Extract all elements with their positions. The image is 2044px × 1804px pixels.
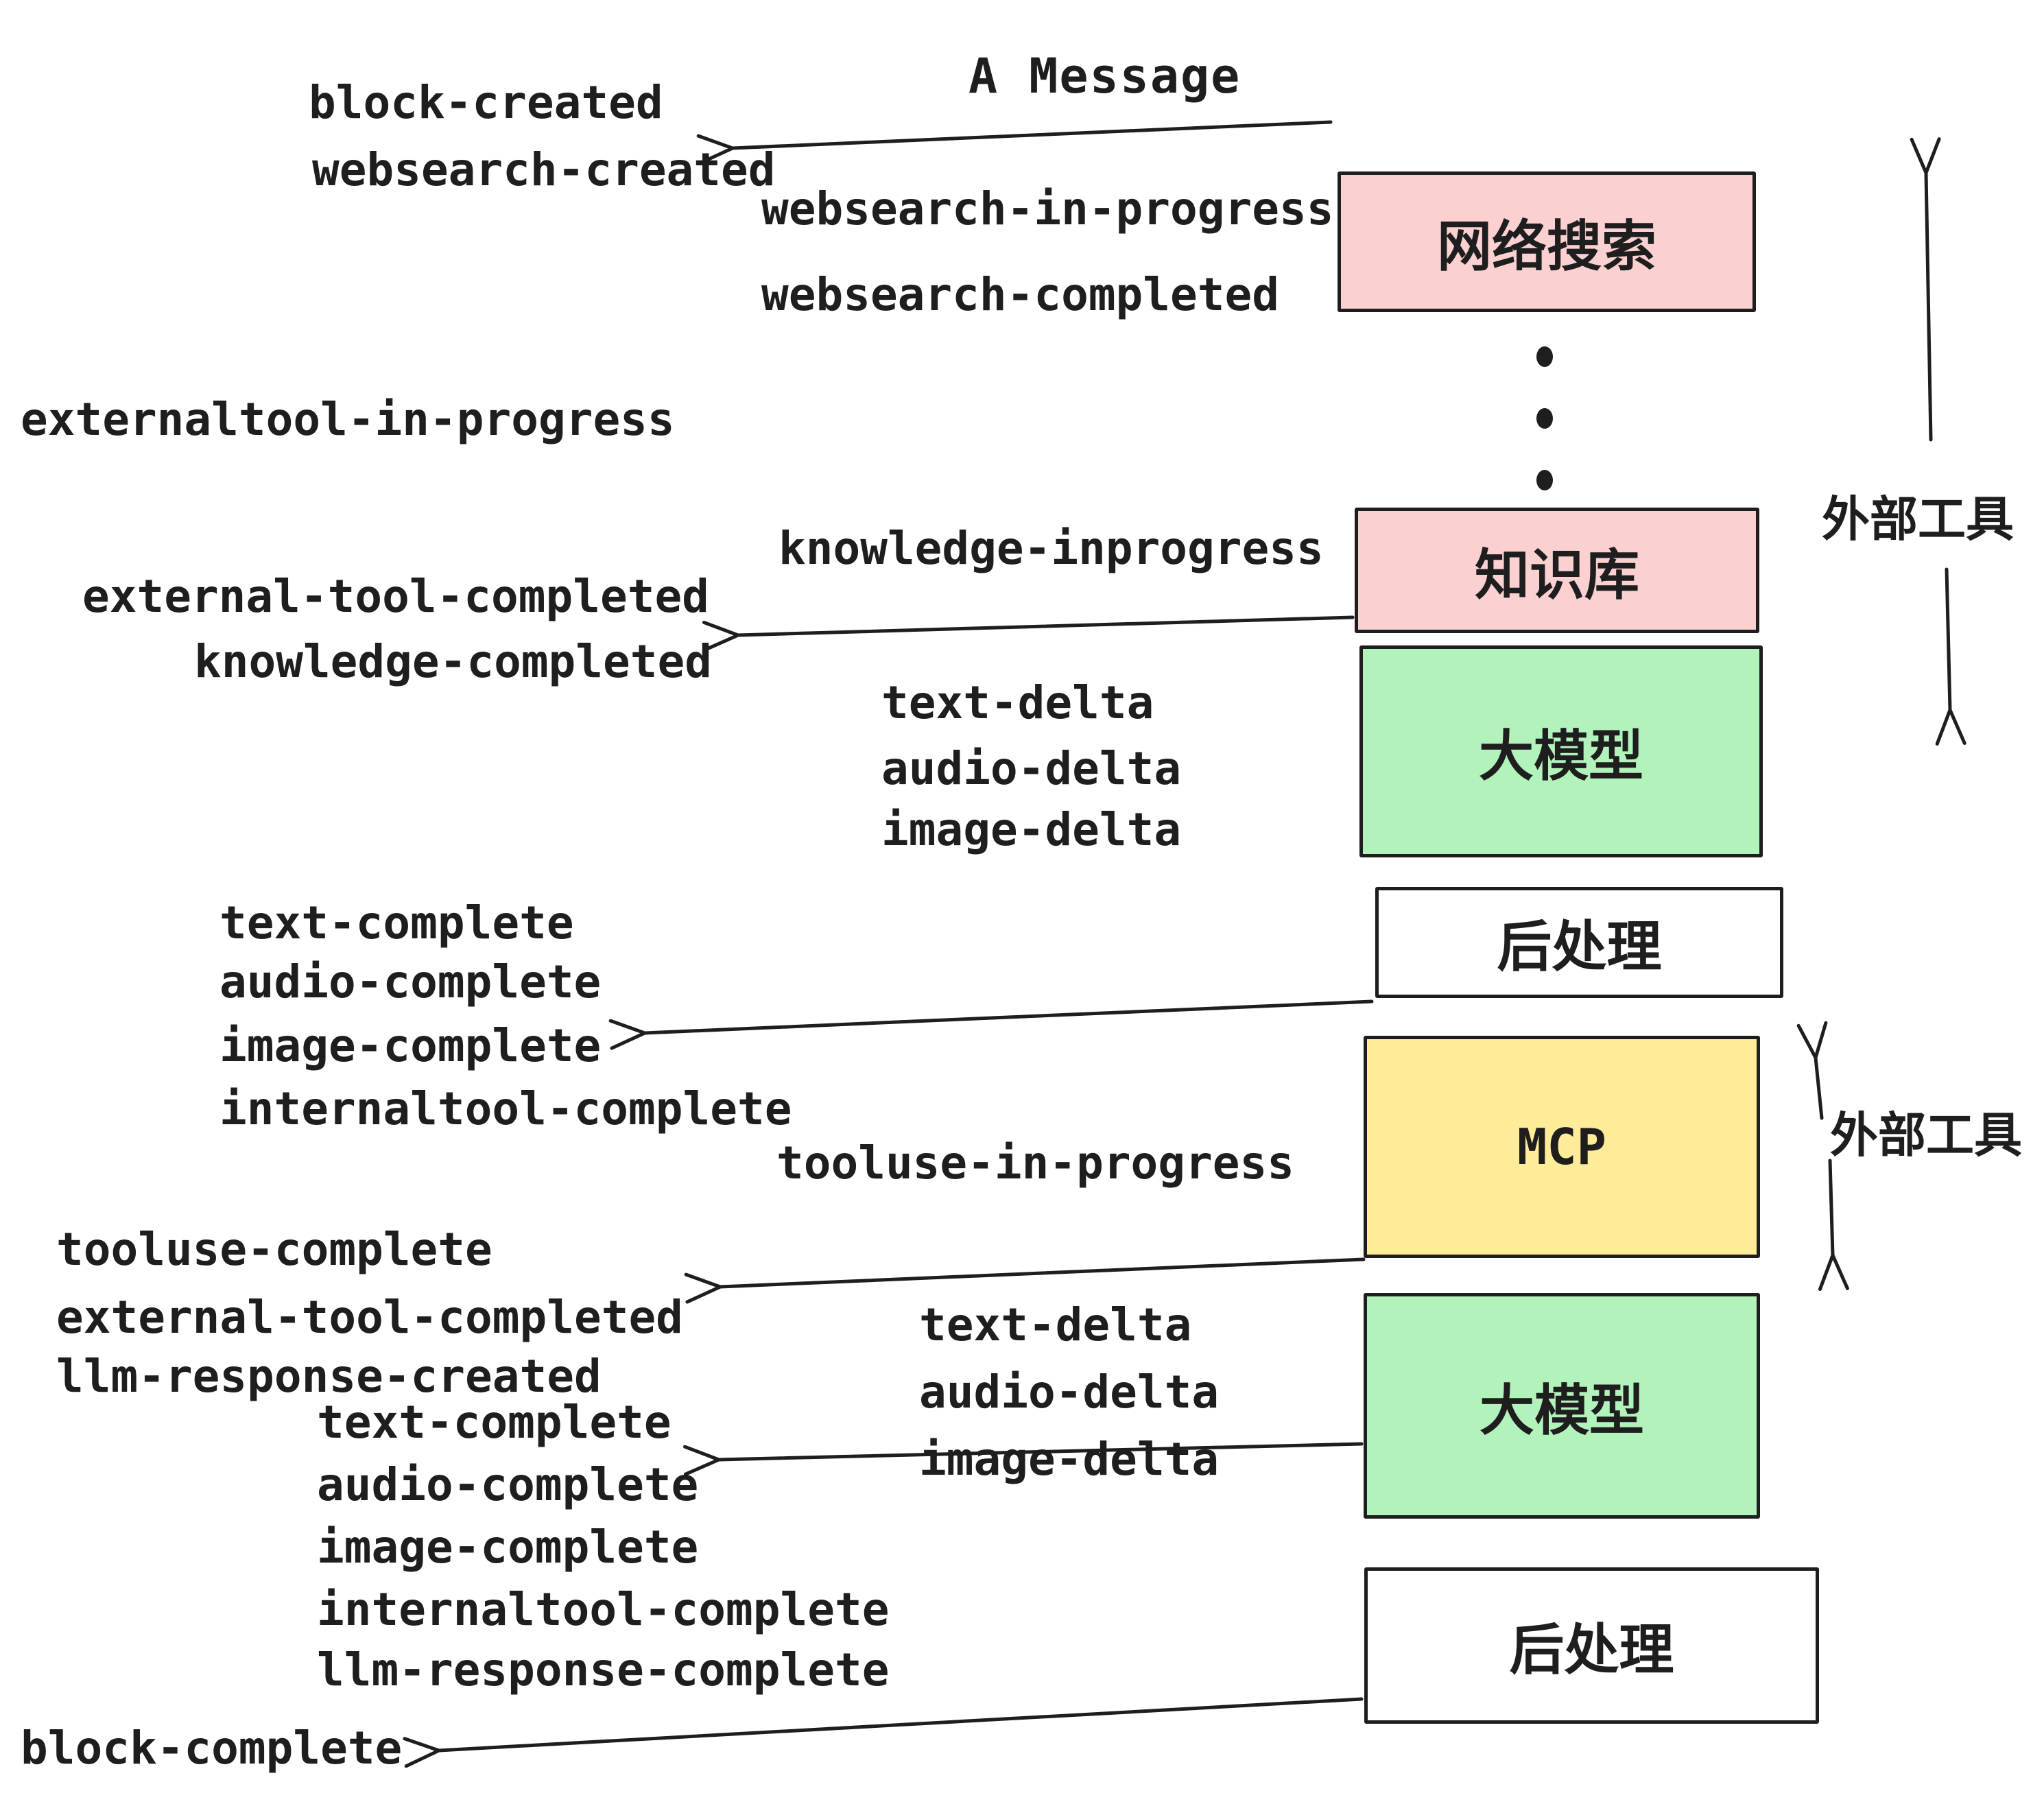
arrow-to-block-complete: [439, 1697, 1364, 1750]
event-label-image-complete: image-complete: [219, 1019, 602, 1072]
event-label-websearch-in-progress: websearch-in-progress: [761, 182, 1334, 235]
arrow-to-external-tool-completed: [720, 1257, 1366, 1287]
arrow-external-tools-1-down: [1947, 567, 1950, 710]
box-knowledge-base: 知识库: [1355, 508, 1759, 633]
event-label-image-complete-2: image-complete: [317, 1521, 699, 1574]
box-llm-1: 大模型: [1359, 645, 1763, 857]
event-label-knowledge-inprogress: knowledge-inprogress: [779, 522, 1324, 575]
event-label-llm-response-complete: llm-response-complete: [317, 1643, 890, 1696]
box-postprocess-2: 后处理: [1364, 1567, 1819, 1724]
arrow-external-tools-2-up: [1816, 1058, 1822, 1120]
arrow-to-image-complete: [645, 999, 1374, 1033]
event-label-audio-delta-2: audio-delta: [919, 1366, 1220, 1419]
event-label-image-delta: image-delta: [881, 803, 1182, 856]
side-label-external-tools-2: 外部工具: [1830, 1107, 2022, 1163]
event-label-block-created: block-created: [309, 76, 663, 129]
diagram-title: A Message: [968, 48, 1241, 104]
event-label-text-complete-2: text-complete: [317, 1396, 672, 1449]
ellipsis-dot-2: [1536, 408, 1553, 429]
ellipsis-dot-1: [1536, 346, 1553, 367]
box-llm-2: 大模型: [1364, 1293, 1760, 1519]
arrow-external-tools-2-down: [1830, 1159, 1833, 1255]
event-label-internaltool-complete-2: internaltool-complete: [317, 1583, 890, 1636]
event-label-block-complete: block-complete: [21, 1722, 403, 1775]
event-label-websearch-completed: websearch-completed: [761, 268, 1279, 321]
event-label-llm-response-created: llm-response-created: [56, 1350, 602, 1403]
event-label-external-tool-completed: external-tool-completed: [82, 570, 709, 623]
event-label-externaltool-in-progress: externaltool-in-progress: [21, 393, 675, 446]
event-label-text-delta-2: text-delta: [919, 1298, 1192, 1351]
event-label-websearch-created: websearch-created: [312, 143, 776, 196]
event-label-image-delta-2: image-delta: [919, 1433, 1220, 1486]
arrow-external-tools-1-up: [1926, 173, 1931, 442]
event-label-internaltool-complete: internaltool-complete: [219, 1082, 792, 1135]
side-label-external-tools-1: 外部工具: [1822, 491, 2014, 547]
event-label-knowledge-completed: knowledge-completed: [194, 635, 712, 688]
event-label-external-tool-completed-2: external-tool-completed: [56, 1291, 683, 1344]
event-label-tooluse-in-progress: tooluse-in-progress: [776, 1137, 1294, 1189]
arrow-to-websearch-created: [733, 120, 1333, 148]
ellipsis-dot-3: [1536, 470, 1553, 490]
event-label-audio-complete-2: audio-complete: [317, 1458, 699, 1511]
event-label-audio-delta: audio-delta: [881, 742, 1182, 795]
event-label-text-delta: text-delta: [881, 676, 1154, 729]
box-postprocess-1: 后处理: [1375, 887, 1783, 998]
box-mcp: MCP: [1364, 1036, 1760, 1258]
arrow-to-knowledge-completed: [738, 615, 1355, 635]
event-label-tooluse-complete: tooluse-complete: [56, 1223, 492, 1276]
event-label-audio-complete: audio-complete: [219, 956, 602, 1008]
box-web-search: 网络搜索: [1338, 171, 1756, 312]
event-label-text-complete: text-complete: [219, 897, 574, 949]
